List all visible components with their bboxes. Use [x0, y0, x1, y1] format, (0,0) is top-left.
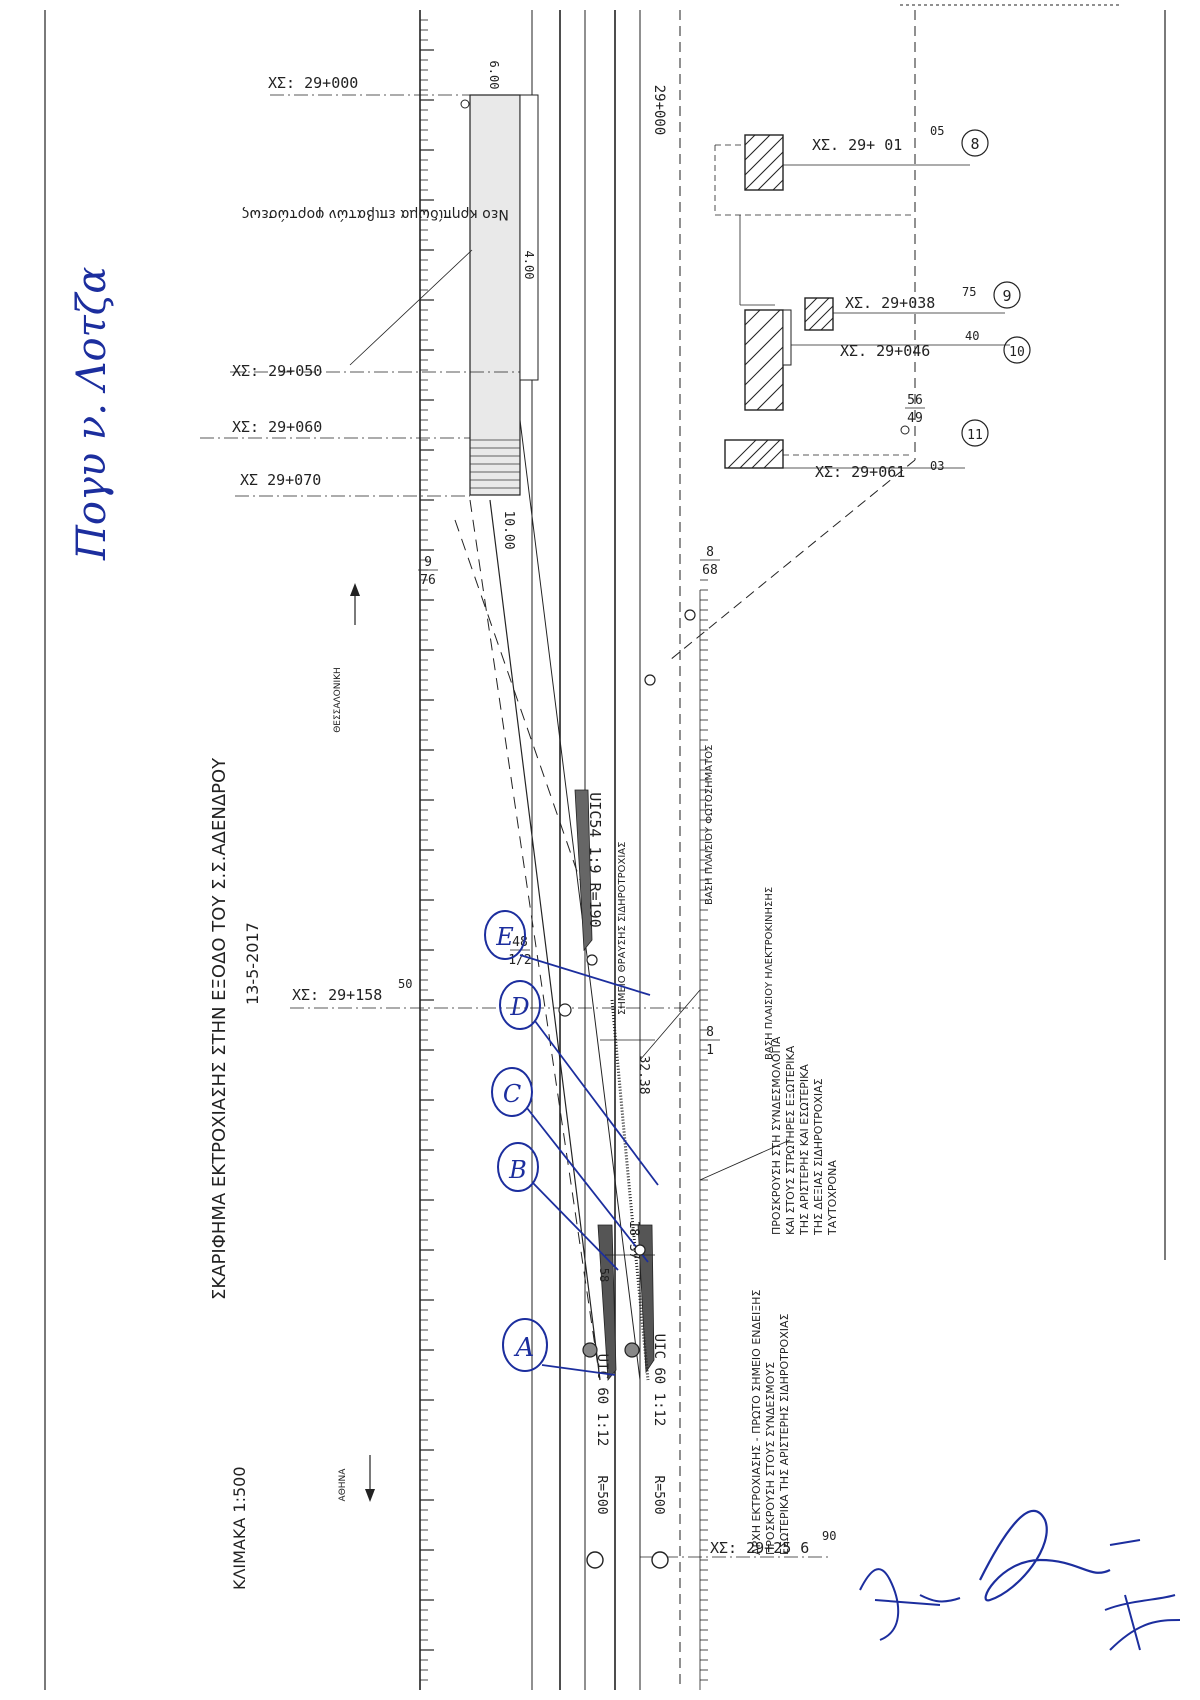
annot-signal-base: ΒΑΣΗ ΠΛΑΙΣΙΟΥ ΦΩΤΟΣΗΜΑΤΟΣ: [704, 745, 715, 905]
chainage-29158-sup: 50: [398, 977, 412, 991]
chainage-ticks: [420, 19, 708, 1681]
handwritten-note-text: Πογυ ν. Λοτζα: [69, 267, 115, 561]
chainage-29061-sup: 03: [930, 459, 944, 473]
point-b: B: [497, 1142, 619, 1271]
km-mark: 29+000: [651, 85, 667, 136]
point-d-label: D: [509, 993, 529, 1021]
pole-11: 11: [961, 419, 989, 447]
chainage-29256: ΧΣ: 29+25 6: [710, 1539, 809, 1557]
dim-58: 58: [597, 1268, 611, 1282]
pole-11-label: 11: [967, 428, 983, 443]
chainage-29001: ΧΣ. 29+ 01: [812, 136, 902, 154]
signatures: [859, 1509, 1181, 1651]
platform-label-text: Νεο κρηπίδωμα επιβατών φορτώσεως: [241, 206, 509, 222]
chainage-29000: ΧΣ: 29+000: [268, 74, 358, 92]
diagram-scale: ΚΛΙΜΑΚΑ 1:500: [230, 1466, 249, 1590]
diagram-title: ΣΚΑΡΙΦΗΜΑ ΕΚΤΡΟΧΙΑΣΗΣ ΣΤΗΝ ΕΞΟΔΟ ΤΟΥ Σ.Σ…: [209, 757, 230, 1300]
frac1-num: 8: [706, 545, 714, 560]
annot-impact-2: ΚΑΙ ΣΤΟΥΣ ΣΤΡΩΤΗΡΕΣ ΕΞΩΤΕΡΙΚΑ: [784, 1045, 797, 1235]
pole-circles: 8 9 10 11: [961, 129, 1031, 447]
annot-start-1: ΑΡΧΗ ΕΚΤΡΟΧΙΑΣΗΣ - ΠΡΩΤΟ ΣΗΜΕΙΟ ΕΝΔΕΙΞΗΣ: [750, 1290, 763, 1555]
point-e: E: [484, 910, 651, 996]
annot-start-3: ΕΣΩΤΕΡΙΚΑ ΤΗΣ ΑΡΙΣΤΕΡΗΣ ΣΙΔΗΡΟΤΡΟΧΙΑΣ: [778, 1314, 791, 1555]
chainage-29038-sup: 75: [962, 285, 976, 299]
dim-4-00: 4.00: [522, 251, 536, 280]
point-a: A: [502, 1318, 616, 1376]
chainage-29256-sup: 90: [822, 1529, 836, 1543]
point-e-label: E: [495, 923, 514, 951]
platform-leader: [349, 249, 473, 366]
annot-impact-1: ΠΡΟΣΚΡΟΥΣΗ ΣΤΗ ΣΥΝΔΕΣΜΟΛΟΓΙΑ: [770, 1036, 783, 1235]
point-c-label: C: [503, 1080, 521, 1108]
pole-9: 9: [993, 281, 1021, 309]
right-structures: [714, 134, 915, 469]
pole-9-label: 9: [1002, 287, 1011, 305]
switch-r500-a: R=500: [594, 1475, 609, 1514]
switch-labels: UIC54 1:9 R=190 UIC 60 1:12 UIC 60 1:12 …: [586, 792, 667, 1514]
chainage-29060: ΧΣ: 29+060: [232, 418, 322, 436]
chainage-29001-sup: 05: [930, 124, 944, 138]
dim-6-00: 6.00: [487, 61, 501, 90]
direction-athens: ΑΘΗΝΑ: [338, 1468, 348, 1502]
chainage-labels-left: ΧΣ: 29+000 ΧΣ: 29+050 ΧΣ: 29+060 ΧΣ 29+0…: [200, 74, 700, 1009]
point-d: D: [499, 980, 659, 1186]
annotation-group: ΣΗΜΕΙΟ ΘΡΑΥΣΗΣ ΣΙΔΗΡΟΤΡΟΧΙΑΣ ΒΑΣΗ ΠΛΑΙΣΙ…: [617, 745, 839, 1555]
direction-down: ΑΘΗΝΑ: [338, 1455, 375, 1502]
annot-start-2: ΠΡΟΣΚΡΟΥΣΗ ΣΤΟΥΣ ΣΥΝΔΕΣΜΟΥΣ: [764, 1362, 777, 1555]
switch-uic60-a: UIC 60 1:12: [594, 1354, 610, 1447]
frac3-num: 56: [907, 393, 923, 408]
dim-10-00: 10.00: [501, 510, 516, 549]
frac5-den: 1: [706, 1043, 714, 1058]
platform-label: Νεο κρηπίδωμα επιβατών φορτώσεως: [241, 206, 509, 222]
switch-r500-b: R=500: [651, 1475, 666, 1514]
chainage-29038: ΧΣ. 29+038: [845, 294, 935, 312]
dimensions: 32.38 18.37 10.00 4.00 6.00 58: [487, 61, 655, 1282]
switch-geometry: [454, 419, 916, 1382]
leader-1: [639, 989, 701, 1061]
chainage-29046: ΧΣ. 29+046: [840, 342, 930, 360]
annot-electric-base: ΒΑΣΗ ΠΛΑΙΣΙΟΥ ΗΛΕΚΤΡΟΚΙΝΗΣΗΣ: [764, 887, 775, 1060]
frac1-den: 68: [702, 563, 718, 578]
pole-dots: [460, 99, 910, 1569]
pole-10: 10: [1003, 336, 1031, 364]
pole-8-label: 8: [970, 135, 979, 153]
chainage-29070: ΧΣ 29+070: [240, 471, 321, 489]
chainage-29061: ΧΣ: 29+061: [815, 463, 905, 481]
annot-impact-3: ΤΗΣ ΑΡΙΣΤΕΡΗΣ ΚΑΙ ΕΣΩΤΕΡΙΚΑ: [798, 1064, 811, 1236]
handwritten-note: Πογυ ν. Λοτζα: [69, 267, 115, 561]
pole-8: 8: [961, 129, 989, 157]
diagram-date: 13-5-2017: [243, 922, 262, 1005]
point-c: C: [491, 1067, 649, 1263]
leader-2: [699, 1139, 791, 1181]
annot-fracture-point: ΣΗΜΕΙΟ ΘΡΑΥΣΗΣ ΣΙΔΗΡΟΤΡΟΧΙΑΣ: [617, 842, 628, 1015]
chainage-labels-right: ΧΣ. 29+ 01 05 ΧΣ. 29+038 75 ΧΣ. 29+046 4…: [783, 124, 1010, 481]
chainage-29046-sup: 40: [965, 329, 979, 343]
frac4-den: 76: [420, 573, 436, 588]
frac4-num: 9: [424, 555, 432, 570]
chainage-29158: ΧΣ: 29+158: [292, 986, 382, 1004]
chainage-29050: ΧΣ: 29+050: [232, 362, 322, 380]
km-mark-text: 29+000: [651, 85, 667, 136]
platform: [469, 94, 539, 496]
frac5-num: 8: [706, 1025, 714, 1040]
point-a-label: A: [514, 1333, 535, 1363]
direction-up: ΘΕΣΣΑΛΟΝΙΚΗ: [333, 583, 360, 733]
point-b-label: B: [508, 1156, 527, 1184]
points-markers: A B C D E: [484, 910, 659, 1376]
frac3-den: 49: [907, 411, 923, 426]
pole-10-label: 10: [1009, 345, 1025, 360]
switch-uic60-b: UIC 60 1:12: [651, 1334, 667, 1427]
dim-32-38: 32.38: [636, 1055, 651, 1094]
annot-impact-5: ΤΑΥΤΟΧΡΟΝΑ: [826, 1160, 839, 1236]
annot-impact-4: ΤΗΣ ΔΕΞΙΑΣ ΣΙΔΗΡΟΤΡΟΧΙΑΣ: [812, 1078, 825, 1236]
title-block: ΣΚΑΡΙΦΗΜΑ ΕΚΤΡΟΧΙΑΣΗΣ ΣΤΗΝ ΕΞΟΔΟ ΤΟΥ Σ.Σ…: [209, 757, 262, 1590]
direction-thessaloniki: ΘΕΣΣΑΛΟΝΙΚΗ: [333, 667, 343, 733]
switch-uic54: UIC54 1:9 R=190: [586, 792, 604, 927]
